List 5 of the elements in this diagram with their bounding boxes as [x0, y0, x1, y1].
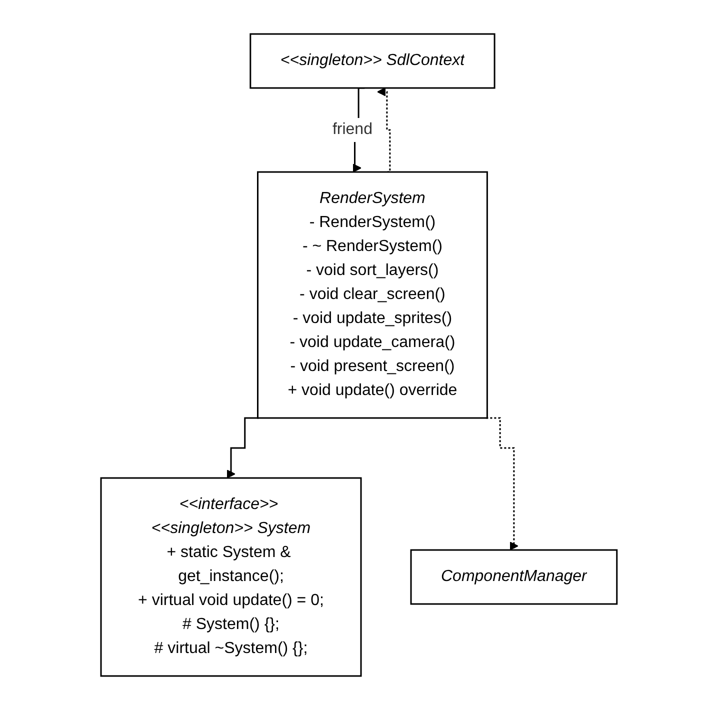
- arrow: [377, 86, 391, 172]
- arrow: [226, 416, 259, 478]
- node-box: RenderSystem - RenderSystem() - ~ RenderSystem() - void sort_layers() - void clear_screen() - void update_sprites() - void update_camera() - void present_screen() + void update() override: [257, 170, 488, 418]
- edge-label: friend: [332, 120, 373, 138]
- node-box: <<interface>> <<singleton>> System + static System & get_instance(); + virtual void update() = 0; # System() {}; # virtual ~System() {};: [100, 476, 362, 676]
